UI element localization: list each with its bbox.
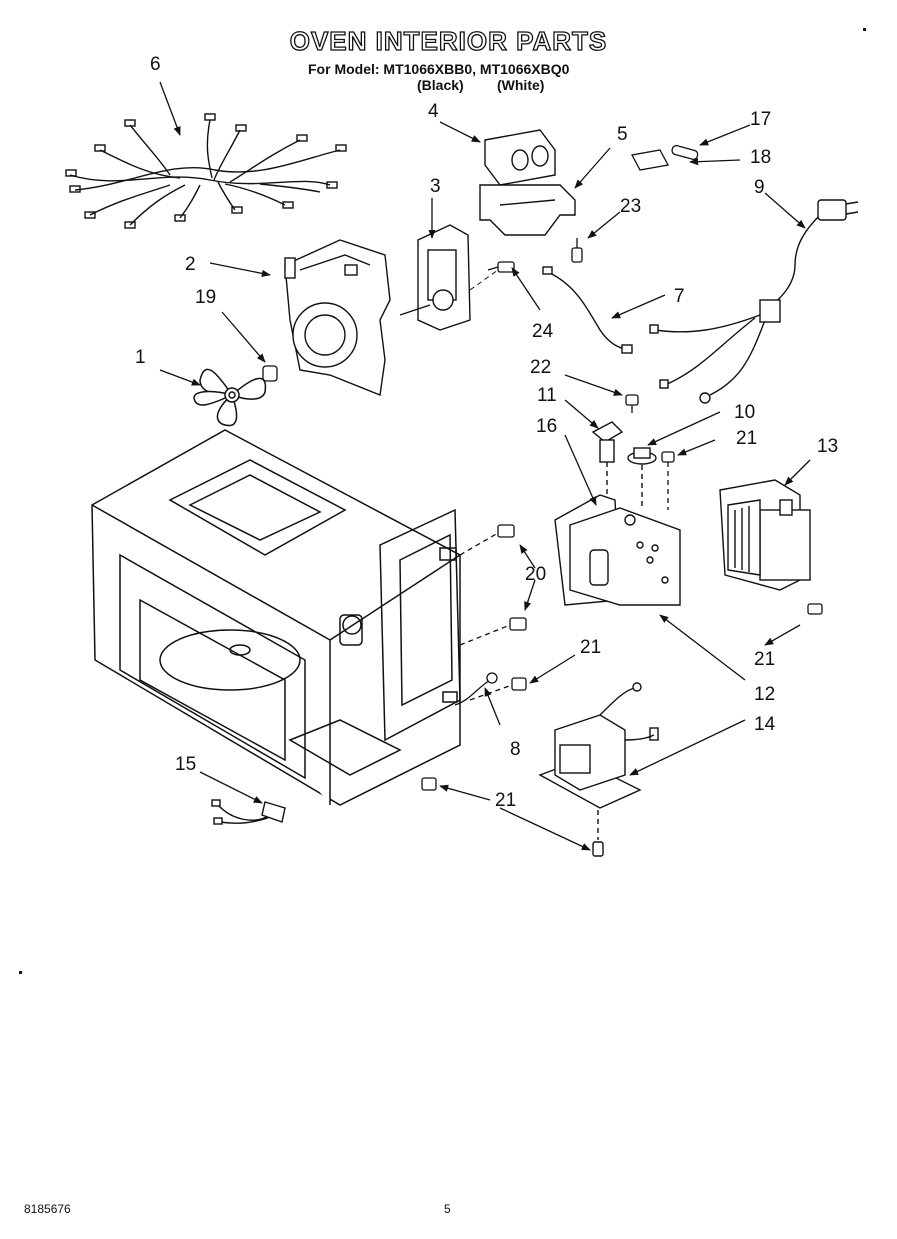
ground-wire-part <box>454 672 498 706</box>
switch-harness-part <box>211 799 286 825</box>
diode-part <box>591 421 624 510</box>
page-number: 5 <box>444 1202 451 1216</box>
transformer-part <box>538 682 659 857</box>
callout-24: 24 <box>532 321 554 342</box>
fan-motor-part <box>399 224 471 331</box>
callout-21-middle: 21 <box>580 637 601 658</box>
model-line: For Model: MT1066XBB0, MT1066XBQ0 <box>308 61 570 77</box>
callout-6: 6 <box>150 54 161 75</box>
magnetron-part <box>719 479 811 591</box>
callout-9: 9 <box>754 177 765 198</box>
doc-number: 8185676 <box>24 1202 71 1216</box>
screw-24-part <box>487 261 515 273</box>
screw-21-right-part <box>807 603 823 615</box>
callout-15: 15 <box>175 754 196 775</box>
callout-16: 16 <box>536 416 557 437</box>
bracket-assembly-part <box>554 494 681 606</box>
fan-bracket-part <box>284 239 391 396</box>
screw-22-part <box>625 394 639 413</box>
callout-10: 10 <box>734 402 755 423</box>
wire-7-part <box>542 266 633 354</box>
thermal-protector-part <box>627 447 657 510</box>
screws-20-part <box>459 524 527 646</box>
callout-21-right: 21 <box>754 649 775 670</box>
callout-12: 12 <box>754 684 775 705</box>
callout-3: 3 <box>430 176 441 197</box>
wire-harness-part <box>65 113 347 229</box>
fan-blade-part <box>193 368 267 427</box>
callout-5: 5 <box>617 124 628 145</box>
callout-1: 1 <box>135 347 146 368</box>
screw-23-part <box>571 238 583 263</box>
fuse-part <box>671 145 699 160</box>
callout-7: 7 <box>674 286 685 307</box>
leader-arrows <box>159 81 811 851</box>
capacitor-bracket-part <box>479 184 576 236</box>
corner-mark-top <box>863 28 866 31</box>
callout-11: 11 <box>537 385 557 406</box>
callout-21-bottom: 21 <box>495 790 516 811</box>
callout-23: 23 <box>620 196 641 217</box>
page-title: OVEN INTERIOR PARTS <box>289 25 608 56</box>
power-cord-part <box>649 199 859 404</box>
callout-14: 14 <box>754 714 776 735</box>
oven-cavity-part <box>91 429 461 806</box>
callout-20: 20 <box>525 564 546 585</box>
screw-21-bottom-part <box>421 777 437 791</box>
capacitor-part <box>484 129 556 186</box>
fuse-holder-part <box>631 149 669 171</box>
variant-white: (White) <box>497 77 545 93</box>
callout-2: 2 <box>185 254 196 275</box>
callout-18: 18 <box>750 147 771 168</box>
callout-19: 19 <box>195 287 216 308</box>
screw-21-middle-part <box>469 677 527 701</box>
callout-4: 4 <box>428 101 439 122</box>
dashed-guide <box>469 269 499 291</box>
fan-nut-part <box>262 365 278 382</box>
corner-mark-left <box>19 971 22 974</box>
callout-17: 17 <box>750 109 771 130</box>
callout-13: 13 <box>817 436 838 457</box>
variant-black: (Black) <box>417 77 464 93</box>
screw-21-upper-part <box>661 451 675 510</box>
callout-22: 22 <box>530 357 551 378</box>
callout-8: 8 <box>510 739 521 760</box>
callout-21-upper: 21 <box>736 428 757 449</box>
